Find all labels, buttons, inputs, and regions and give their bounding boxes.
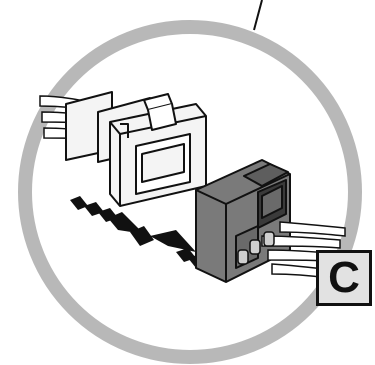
callout-label: C [316,250,372,306]
callout-letter: C [328,253,360,302]
female-connector [195,159,291,283]
leader-line [253,0,263,31]
magnifier-ring [18,20,362,364]
connect-arrows-icon [70,196,208,268]
female-pins [237,231,275,265]
male-connector [65,91,207,207]
